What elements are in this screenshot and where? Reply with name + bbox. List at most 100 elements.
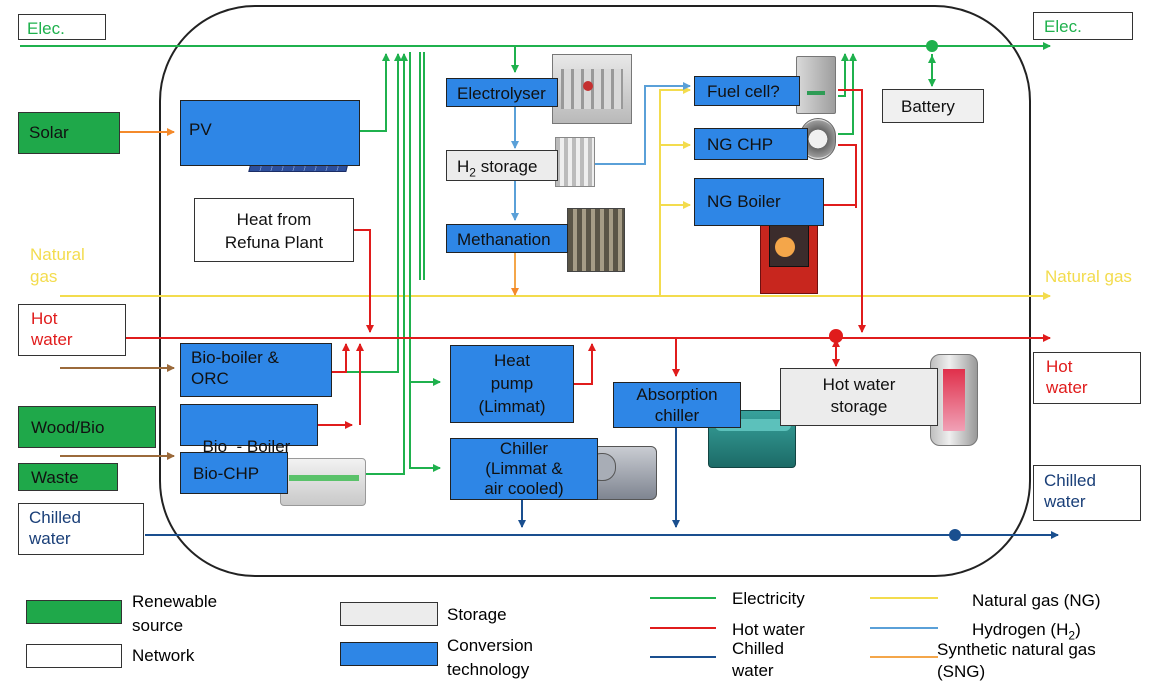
- h2-storage-node: H2 storage: [446, 150, 558, 181]
- ng-boiler-label: NG Boiler: [707, 192, 781, 211]
- absorption-line-2: chiller: [654, 406, 700, 425]
- wood-bio-label: Wood/Bio: [31, 418, 105, 437]
- hot-storage-line-2: storage: [830, 397, 888, 416]
- heat-refuna-line-2: Refuna Plant: [224, 233, 324, 252]
- legend-sng-line-1: Synthetic natural gas: [937, 640, 1096, 659]
- legend-renewable-label: Renewable source: [132, 590, 217, 638]
- bio-boiler-orc-line-1: Bio-boiler &: [191, 348, 279, 367]
- hot-water-in-line-2: water: [31, 330, 73, 349]
- legend-conversion-label: Conversion technology: [447, 634, 533, 682]
- waste-source: Waste: [18, 463, 118, 491]
- chilled-out-line-1: Chilled: [1044, 471, 1096, 490]
- pv-node: PV: [180, 100, 360, 166]
- legend-chilled-label: Chilled water: [732, 638, 784, 682]
- legend-electricity-label: Electricity: [732, 589, 805, 608]
- legend-chilled-line-2: water: [732, 661, 774, 680]
- waste-label: Waste: [31, 468, 79, 487]
- legend-line-samples: [650, 597, 938, 658]
- heat-refuna-line-1: Heat from: [236, 210, 312, 229]
- bio-chp-illustration: [280, 458, 366, 506]
- natural-gas-in-line-2: gas: [30, 267, 58, 286]
- chilled-in-line-2: water: [29, 529, 71, 548]
- chilled-water-in-network: Chilled water: [18, 503, 144, 555]
- legend-conversion-line-1: Conversion: [447, 636, 533, 655]
- legend-hydrogen-prefix: Hydrogen (H: [972, 620, 1069, 639]
- h2-storage-illustration: [555, 137, 595, 187]
- ng-boiler-illustration: [760, 214, 818, 294]
- h2-storage-prefix: H: [457, 157, 470, 176]
- electricity-bus-node: [926, 40, 938, 52]
- legend-storage-swatch: [340, 602, 438, 626]
- hydrogen-lines: [511, 82, 691, 221]
- legend-sng-line-2: (SNG): [937, 662, 986, 681]
- chiller-line-3: air cooled): [484, 479, 564, 498]
- bio-boiler-node: Bio - Boiler: [180, 404, 318, 456]
- legend-hydrogen-sub: 2: [1068, 628, 1076, 643]
- hot-water-in-network: Hot water: [18, 304, 126, 356]
- hot-water-out-line-2: water: [1046, 378, 1088, 397]
- elec-out-network: Elec.: [1033, 12, 1133, 40]
- legend-hot-water-label: Hot water: [732, 620, 805, 639]
- fuel-cell-illustration: [796, 56, 836, 114]
- battery-label: Battery: [901, 97, 955, 116]
- bio-chp-label: Bio-CHP: [193, 464, 260, 483]
- ng-chp-node: NG CHP: [694, 128, 808, 160]
- chilled-water-lines: [145, 428, 1059, 539]
- legend-hydrogen-label: Hydrogen (H2): [972, 619, 1081, 646]
- elec-out-label: Elec.: [1044, 17, 1082, 36]
- electrolyser-label: Electrolyser: [457, 84, 546, 103]
- heat-pump-node: Heat pump (Limmat): [450, 345, 574, 423]
- solar-label: Solar: [29, 123, 69, 142]
- methanation-node: Methanation: [446, 224, 568, 253]
- natural-gas-lines: [60, 86, 1051, 300]
- hot-water-out-network: Hot water: [1033, 352, 1141, 404]
- natural-gas-out-label: Natural gas: [1045, 267, 1132, 286]
- methanation-illustration: [567, 208, 625, 272]
- ng-boiler-node: NG Boiler: [694, 178, 824, 226]
- chilled-in-line-1: Chilled: [29, 508, 81, 527]
- legend-storage-label: Storage: [447, 605, 507, 624]
- pv-label: PV: [189, 120, 212, 139]
- h2-storage-sub: 2: [469, 165, 476, 180]
- legend-chilled-line-1: Chilled: [732, 639, 784, 658]
- legend-hydrogen-suffix: ): [1075, 620, 1081, 639]
- battery-storage: Battery: [882, 89, 984, 123]
- fuel-cell-node: Fuel cell?: [694, 76, 800, 106]
- h2-storage-suffix: storage: [475, 157, 538, 176]
- bio-boiler-orc-line-2: ORC: [191, 369, 229, 388]
- elec-in-label: Elec.: [27, 19, 65, 38]
- hot-water-bus-node: [829, 329, 843, 343]
- bio-chp-node: Bio-CHP: [180, 452, 288, 494]
- absorption-line-1: Absorption: [636, 385, 718, 404]
- chiller-node: Chiller (Limmat & air cooled): [450, 438, 598, 500]
- biomass-lines: [60, 364, 175, 460]
- chilled-out-line-2: water: [1044, 492, 1086, 511]
- electrolyser-illustration: [552, 54, 632, 124]
- legend-renewable-line-2: source: [132, 616, 184, 635]
- bio-boiler-orc-node: Bio-boiler & ORC: [180, 343, 332, 397]
- heat-pump-line-2: pump: [490, 374, 534, 393]
- heat-pump-line-1: Heat: [494, 351, 530, 370]
- solar-source: Solar: [18, 112, 120, 154]
- legend-renewable-line-1: Renewable: [132, 592, 218, 611]
- electrolyser-node: Electrolyser: [446, 78, 558, 107]
- legend-sng-label: Synthetic natural gas (SNG): [937, 639, 1096, 683]
- bio-boiler-label: Bio - Boiler: [202, 437, 291, 456]
- legend-network-label: Network: [132, 646, 195, 665]
- fuel-cell-label: Fuel cell?: [707, 82, 780, 101]
- chilled-water-out-network: Chilled water: [1033, 465, 1141, 521]
- heat-refuna-node: Heat from Refuna Plant: [194, 198, 354, 262]
- hot-water-storage-node: Hot water storage: [780, 368, 938, 426]
- chiller-line-2: (Limmat &: [485, 459, 563, 478]
- natural-gas-in-label: Natural gas: [30, 244, 85, 288]
- hot-water-lines: [20, 89, 1051, 429]
- heat-pump-line-3: (Limmat): [478, 397, 546, 416]
- chiller-line-1: Chiller: [499, 439, 549, 458]
- natural-gas-in-line-1: Natural: [30, 245, 85, 264]
- methanation-label: Methanation: [457, 230, 551, 249]
- wood-bio-source: Wood/Bio: [18, 406, 156, 448]
- legend-renewable-swatch: [26, 600, 122, 624]
- legend-conversion-line-2: technology: [447, 660, 530, 679]
- elec-in-network: Elec.: [18, 14, 106, 40]
